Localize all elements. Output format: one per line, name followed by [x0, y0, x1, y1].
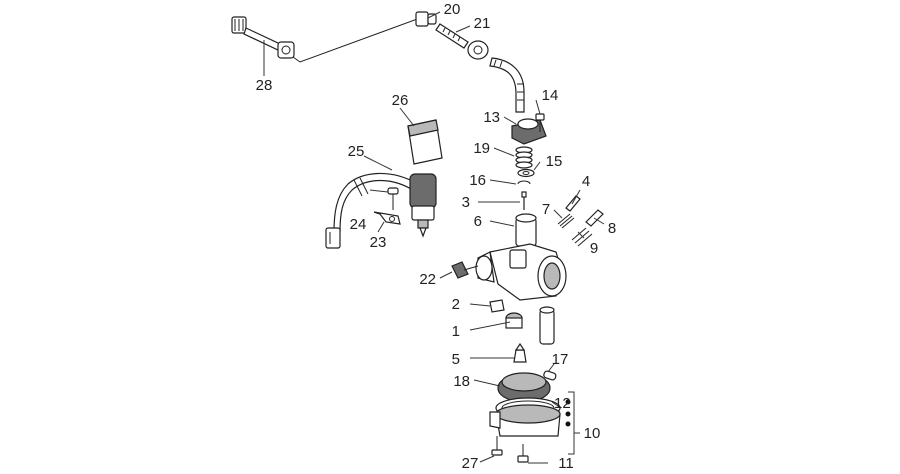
callout-11: 11 — [558, 455, 574, 472]
callout-16: 16 — [469, 172, 486, 189]
rubber-cap-part-26 — [407, 119, 443, 165]
screw-part-22 — [451, 261, 479, 279]
float-bowl — [489, 404, 561, 437]
bracket-part-23 — [373, 211, 401, 225]
auto-choke-group — [325, 119, 443, 249]
callout-22: 22 — [419, 271, 436, 288]
cable-bend-tube — [489, 57, 525, 113]
float-bowl-group — [489, 342, 571, 463]
spring-part-19 — [515, 146, 533, 169]
adjuster-screw-part-21 — [435, 23, 489, 60]
callout-27: 27 — [462, 455, 479, 472]
screw-part-4 — [565, 195, 581, 212]
callout-23: 23 — [370, 234, 387, 251]
carb-top-cap-part-13 — [511, 118, 547, 145]
callout-14: 14 — [542, 87, 559, 104]
callout-24: 24 — [350, 216, 367, 233]
cable-end-fitting — [231, 16, 295, 59]
callout-10: 10 — [584, 425, 601, 442]
float-part-18 — [497, 372, 551, 403]
callout-8: 8 — [608, 220, 616, 237]
callout-12: 12 — [554, 395, 571, 412]
float-needle-part-5 — [513, 342, 527, 363]
callout-25: 25 — [348, 143, 365, 160]
callout-18: 18 — [453, 373, 470, 390]
jets — [489, 299, 555, 345]
callout-20: 20 — [444, 1, 461, 18]
callout-3: 3 — [462, 194, 470, 211]
callout-21: 21 — [474, 15, 491, 32]
screw-part-11 — [517, 444, 529, 463]
callout-13: 13 — [483, 109, 500, 126]
callout-26: 26 — [392, 92, 409, 109]
throttle-cable — [231, 11, 525, 113]
emulsion-tube — [539, 306, 555, 345]
kit-dots — [565, 399, 571, 427]
jet-part-2 — [489, 299, 505, 313]
jet-holder-part-1 — [505, 312, 523, 329]
callout-7: 7 — [542, 201, 550, 218]
callout-5: 5 — [452, 351, 460, 368]
callout-1: 1 — [452, 323, 460, 340]
wire-harness-part-25 — [325, 172, 419, 249]
callout-labels: 1 2 3 4 5 6 7 8 9 10 11 12 13 14 15 16 1… — [256, 1, 617, 472]
float-pin-part-17 — [543, 370, 557, 381]
callout-4: 4 — [582, 173, 590, 190]
throttle-slide-part-6 — [515, 213, 537, 247]
spring-part-7 — [557, 213, 575, 229]
callout-17: 17 — [552, 351, 569, 368]
cable-sleeve-part-20 — [415, 11, 437, 27]
adjust-screws — [557, 195, 604, 247]
callout-6: 6 — [474, 213, 482, 230]
slide-assembly — [511, 113, 547, 247]
callout-2: 2 — [452, 296, 460, 313]
screw-part-24 — [387, 187, 399, 210]
spring-part-9 — [571, 227, 593, 247]
needle-part-3 — [521, 191, 527, 210]
callout-9: 9 — [590, 240, 598, 257]
callout-15: 15 — [546, 153, 563, 170]
callout-28: 28 — [256, 77, 273, 94]
choke-actuator — [409, 173, 437, 238]
callout-19: 19 — [473, 140, 490, 157]
washer-part-15 — [517, 168, 535, 178]
carburetor-body — [475, 243, 567, 301]
leader-lines — [263, 11, 605, 464]
screw-part-27 — [491, 436, 503, 456]
clip-part-16 — [517, 180, 531, 185]
